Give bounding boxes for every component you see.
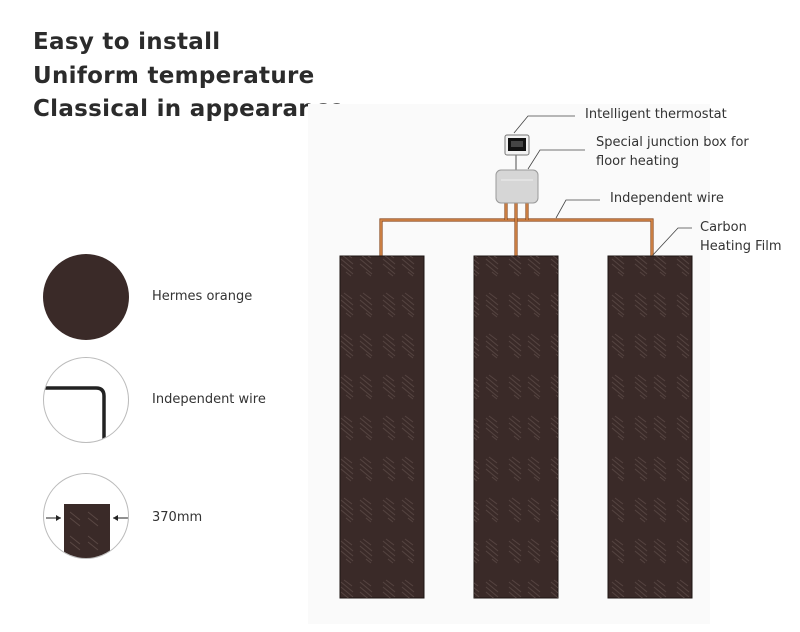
headline-line-2: Uniform temperature <box>33 62 315 89</box>
headline-line-1: Easy to install <box>33 29 221 55</box>
diagram-backdrop <box>308 104 710 624</box>
width-sample-circle <box>43 473 129 559</box>
film-width-icon <box>46 504 128 558</box>
thermostat-callout: Intelligent thermostat <box>585 107 727 122</box>
film-callout-line-1: Carbon <box>700 220 747 235</box>
junction-box-callout-line-1: Special junction box for <box>596 135 749 150</box>
film-callout: Carbon Heating Film <box>700 218 782 256</box>
junction-box-callout-line-2: floor heating <box>596 154 679 169</box>
film-callout-line-2: Heating Film <box>700 239 782 254</box>
wire-callout: Independent wire <box>610 191 724 206</box>
color-swatch-label: Hermes orange <box>152 289 253 304</box>
headline-line-3: Classical in appearance <box>33 96 345 122</box>
wire-sample-circle <box>43 357 129 443</box>
junction-box-callout: Special junction box for floor heating <box>596 133 749 171</box>
wire-corner-icon <box>44 386 106 442</box>
width-sample-label: 370mm <box>152 510 203 525</box>
color-swatch-circle <box>43 254 129 340</box>
wire-sample-label: Independent wire <box>152 392 266 407</box>
headline: Easy to install Uniform temperature Clas… <box>33 26 345 127</box>
